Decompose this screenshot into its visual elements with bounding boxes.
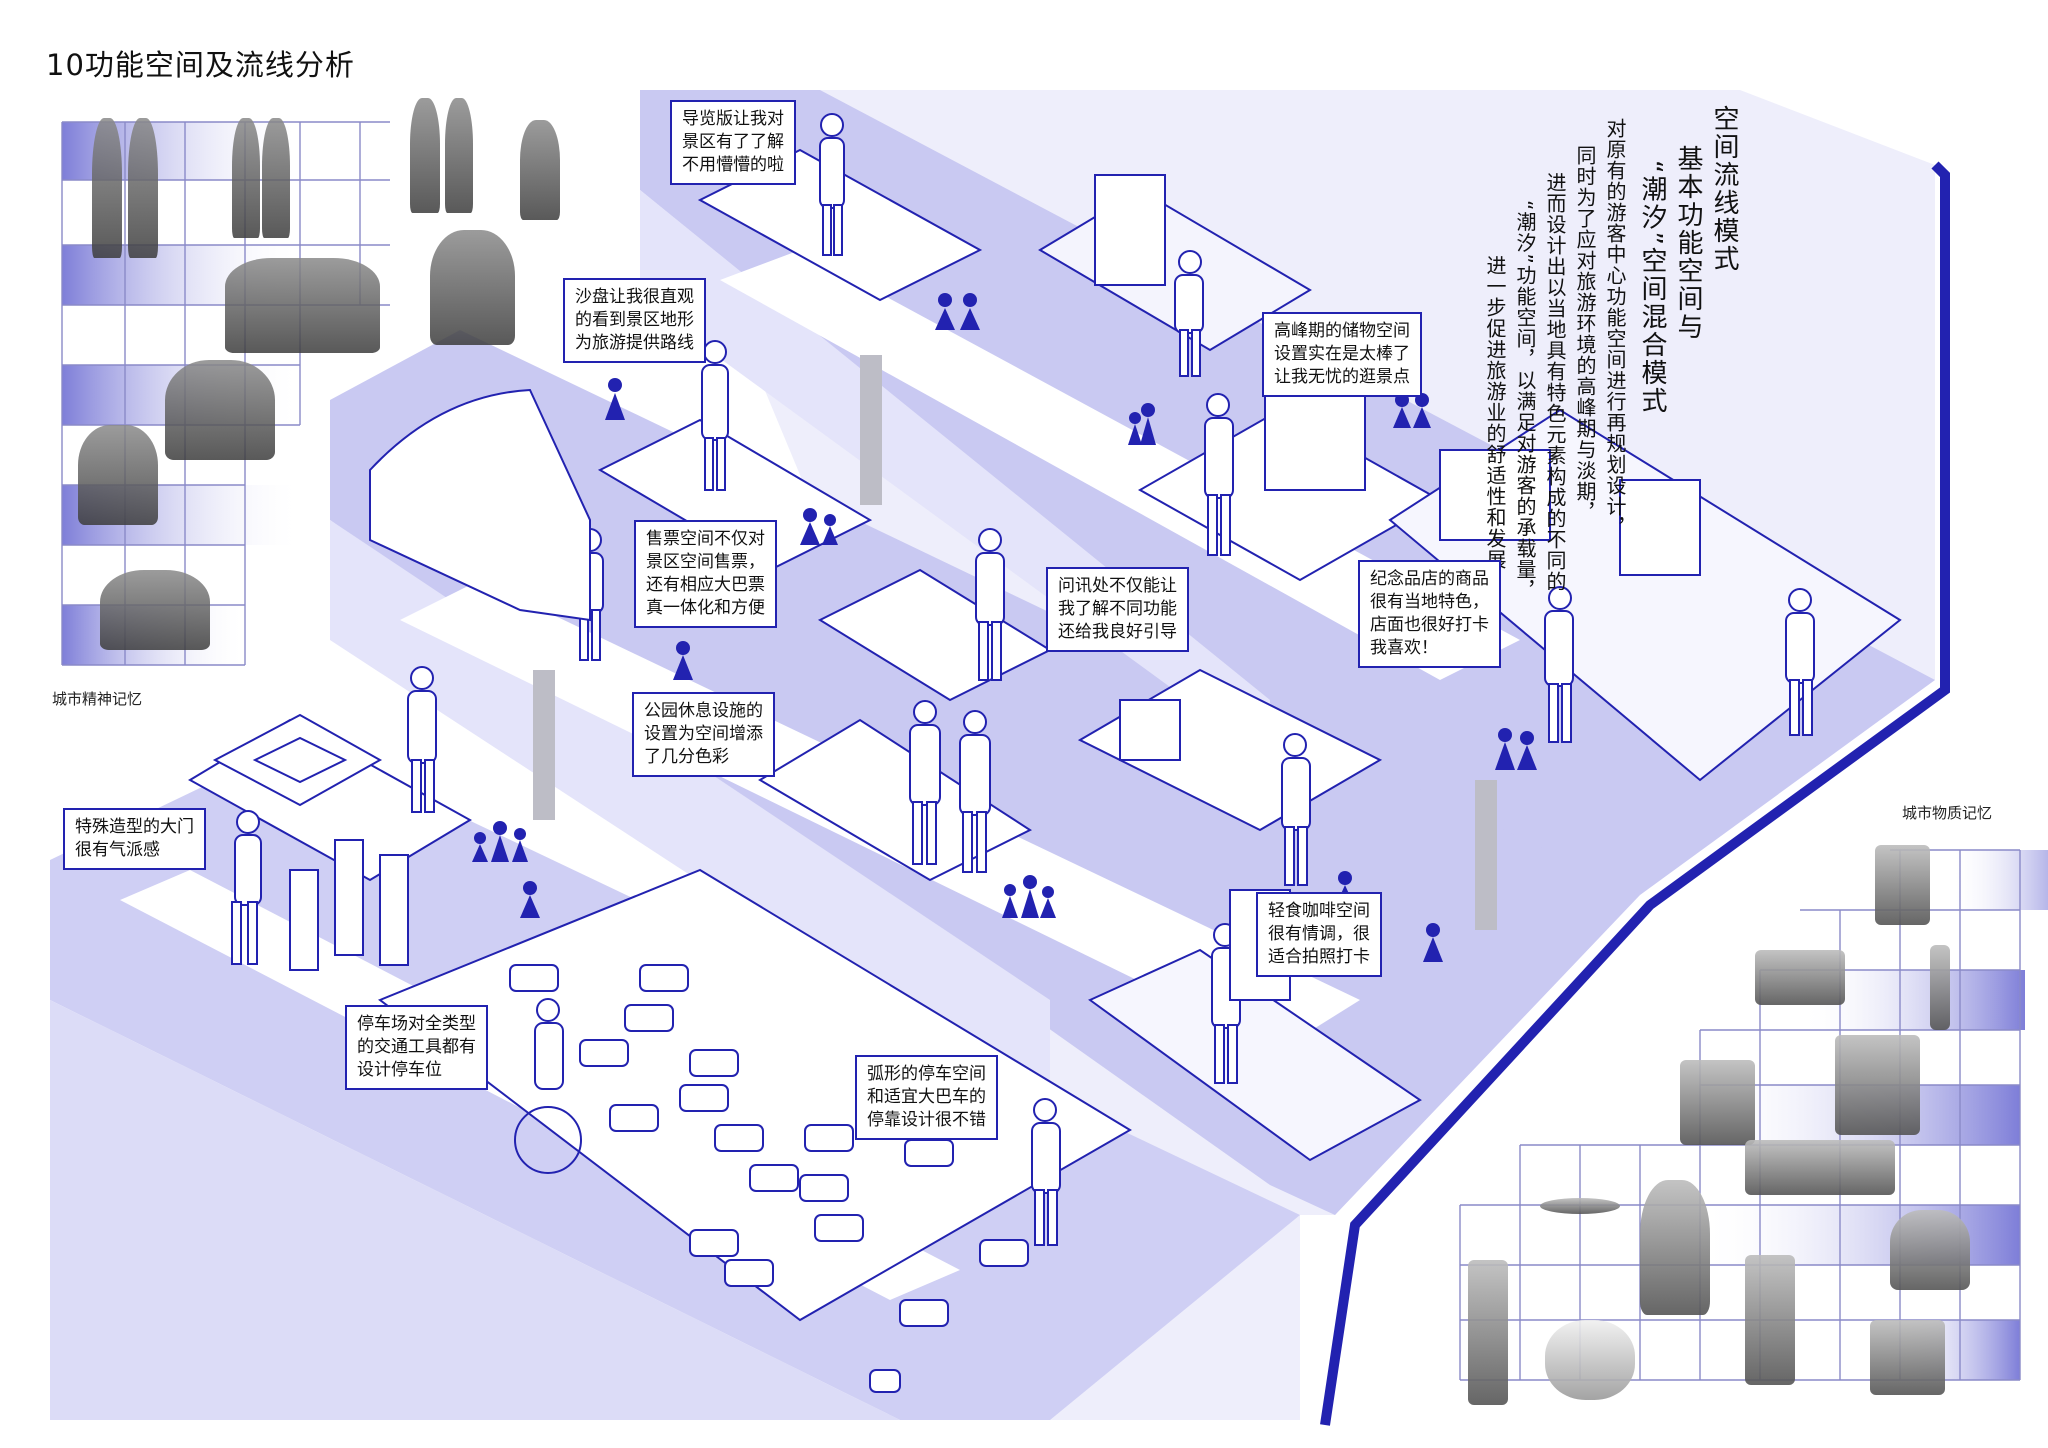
callout-ticket: 售票空间不仅对 景区空间售票， 还有相应大巴票 真一体化和方便 xyxy=(634,520,777,628)
visitor-figure xyxy=(975,528,1005,681)
concept-line-5: 进一步促进旅游业的舒适性和发展 xyxy=(1483,255,1507,570)
visitor-figure xyxy=(959,710,991,873)
callout-gate: 特殊造型的大门 很有气派感 xyxy=(63,808,206,870)
person-icon xyxy=(605,378,625,420)
visitor-figure xyxy=(231,810,262,965)
visitor-figure xyxy=(909,700,941,865)
people-photo xyxy=(520,120,560,220)
callout-park-rest: 公园休息设施的 设置为空间增添 了几分色彩 xyxy=(632,692,775,777)
visitor-figure xyxy=(701,340,729,491)
visitor-figure xyxy=(514,998,582,1174)
stool-photo xyxy=(1870,1320,1945,1395)
chair-photo xyxy=(1745,1255,1795,1385)
camera-photo xyxy=(1875,845,1930,925)
concept-line-1: 对原有的游客中心功能空间进行再规划设计， xyxy=(1603,118,1627,538)
watch-photo xyxy=(1930,945,1950,1030)
visitor-figure xyxy=(1281,733,1311,886)
person-icon xyxy=(1128,403,1156,445)
people-photo xyxy=(430,230,515,345)
spirit-memory-label: 城市精神记忆 xyxy=(52,690,143,708)
person-icon xyxy=(673,641,693,680)
person-icon xyxy=(1002,875,1056,918)
flow-person-icons xyxy=(472,293,1537,962)
page-title: 10功能空间及流线分析 xyxy=(46,48,355,82)
person-icon xyxy=(935,293,980,330)
figure-silhouettes xyxy=(212,113,1815,1393)
callout-cafe: 轻食咖啡空间 很有情调，很 适合拍照打卡 xyxy=(1256,892,1382,977)
visitor-figure xyxy=(1031,1098,1061,1246)
visitor-figure xyxy=(1544,586,1574,743)
concept-heading-2: 基本功能空间与 xyxy=(1673,145,1703,341)
people-photo xyxy=(78,425,158,525)
car-shapes xyxy=(509,964,1029,1393)
person-icon xyxy=(1423,923,1443,962)
callout-souvenir: 纪念品店的商品 很有当地特色， 店面也很好打卡 我喜欢！ xyxy=(1358,560,1501,668)
callout-storage: 高峰期的储物空间 设置实在是太棒了 让我无忧的逛景点 xyxy=(1262,312,1422,397)
armchair-photo xyxy=(1545,1320,1635,1400)
callout-sand-table: 沙盘让我很直观 的看到景区地形 为旅游提供路线 xyxy=(563,278,706,363)
person-icon xyxy=(472,821,528,862)
person-icon xyxy=(1495,728,1537,770)
material-memory-label: 城市物质记忆 xyxy=(1902,804,1993,822)
visitor-figure xyxy=(1204,393,1234,556)
visitor-figure xyxy=(1174,250,1204,377)
people-photo xyxy=(410,98,440,213)
dresser-photo xyxy=(1835,1035,1920,1135)
concept-line-3: 进而设计出以当地具有特色元素构成的不同的 xyxy=(1543,172,1567,592)
sofa-photo xyxy=(1745,1140,1895,1195)
person-icon xyxy=(520,881,540,918)
plant-photo xyxy=(1640,1180,1710,1315)
bonsai-photo xyxy=(1890,1210,1970,1290)
concept-line-4: “潮汐”功能空间，以满足对游客的承载量， xyxy=(1513,200,1537,601)
people-photo xyxy=(262,118,290,238)
people-photo xyxy=(232,118,260,238)
pavilion-structure xyxy=(369,388,591,622)
cabinet-photo xyxy=(1680,1060,1755,1145)
table-photo xyxy=(1540,1198,1620,1214)
callout-parking: 停车场对全类型 的交通工具都有 设计停车位 xyxy=(345,1005,488,1090)
radio-photo xyxy=(1755,950,1845,1005)
fountain-structure xyxy=(212,713,383,807)
callout-arc-parking: 弧形的停车空间 和适宜大巴车的 停靠设计很不错 xyxy=(855,1055,998,1140)
visitor-figure xyxy=(1785,588,1815,736)
people-photo xyxy=(225,258,380,353)
callout-guide-board: 导览版让我对 景区有了了解 不用懵懵的啦 xyxy=(670,100,796,185)
person-icon xyxy=(800,508,838,545)
gate-structure xyxy=(289,839,409,971)
concept-line-2: 同时为了应对旅游环境的高峰期与淡期， xyxy=(1573,145,1597,523)
callout-inquiry: 问讯处不仅能让 我了解不同功能 还给我良好引导 xyxy=(1046,567,1189,652)
people-photo xyxy=(445,98,473,213)
people-photo xyxy=(165,360,275,460)
people-photo xyxy=(92,118,122,258)
concept-heading-1: 空间流线模式 xyxy=(1709,105,1739,273)
people-photo xyxy=(100,570,210,650)
curtain-photo xyxy=(1468,1260,1508,1405)
visitor-figure xyxy=(407,666,437,813)
concept-heading-3: “潮汐”空间混合模式 xyxy=(1637,160,1667,415)
visitor-figure xyxy=(819,113,845,256)
people-photo xyxy=(128,118,158,258)
